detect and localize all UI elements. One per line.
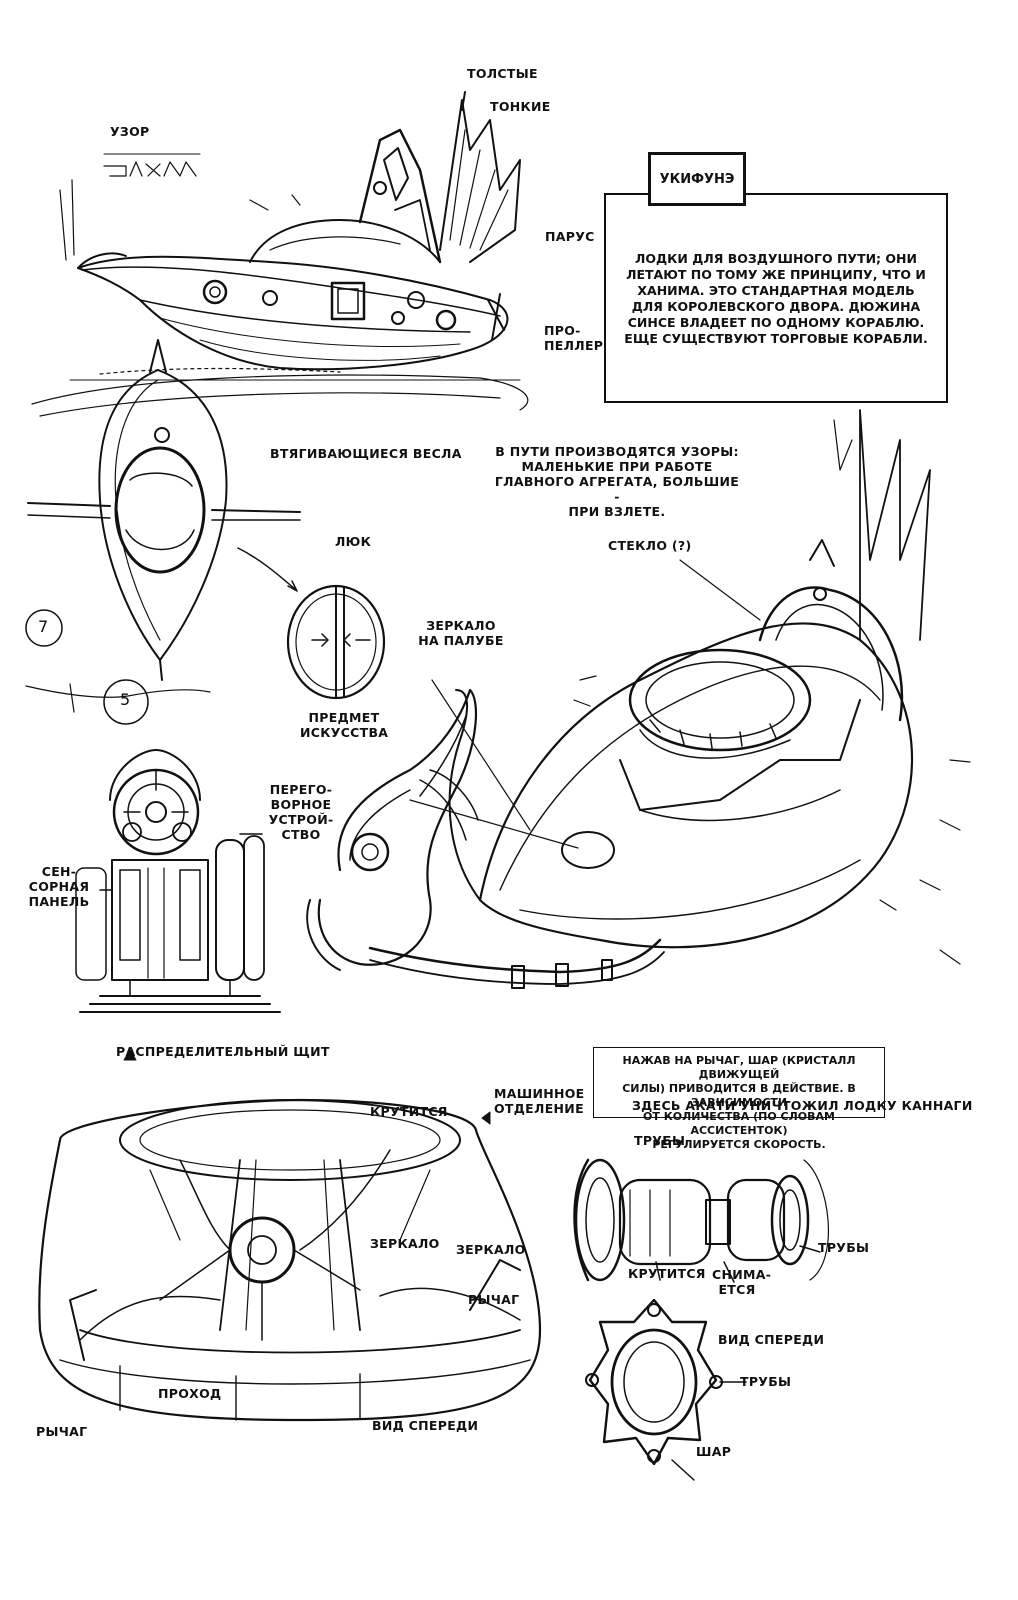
label-sphere: ШАР (696, 1444, 732, 1459)
label-mirror-2: ЗЕРКАЛО (456, 1242, 526, 1257)
pipe-assembly-sketch (573, 1158, 829, 1283)
sphere-front-view-sketch (585, 1298, 747, 1481)
label-propeller: ПРО- ПЕЛЛЕР (544, 323, 604, 353)
label-mirror-1: ЗЕРКАЛО (370, 1236, 440, 1251)
label-glass: СТЕКЛО (?) (608, 538, 692, 553)
art-object-sketch (306, 559, 761, 989)
airship-top-view-sketch (25, 339, 301, 725)
lever-note-box (593, 1047, 885, 1118)
label-thin: ТОНКИЕ (490, 99, 551, 114)
label-rotates-pipes: КРУТИТСЯ (628, 1266, 706, 1281)
label-art-object: ПРЕДМЕТ ИСКУССТВА (300, 710, 389, 740)
label-rotates-engine: КРУТИТСЯ (370, 1104, 448, 1119)
label-front-view-sphere: ВИД СПЕРЕДИ (718, 1332, 825, 1347)
label-thick: ТОЛСТЫЕ (467, 66, 538, 81)
title-text: УКИФУНЭ (659, 171, 735, 187)
label-front-view-engine: ВИД СПЕРЕДИ (372, 1418, 479, 1433)
label-switchboard: РАСПРЕДЕЛИТЕЛЬНЫЙ ЩИТ (116, 1044, 330, 1059)
label-removable: СНИМА- ЕТСЯ (712, 1267, 772, 1297)
description-text: ЛОДКИ ДЛЯ ВОЗДУШНОГО ПУТИ; ОНИ ЛЕТАЮТ ПО… (624, 251, 928, 346)
switchboard-sketch (75, 749, 281, 1061)
label-pipes-front: ТРУБЫ (740, 1374, 792, 1389)
margin-number-2: 5 (120, 690, 131, 709)
hatch-sketch (286, 584, 386, 700)
margin-number-1: 7 (38, 617, 49, 636)
label-deck-mirror: ЗЕРКАЛО НА ПАЛУБЕ (418, 618, 504, 648)
label-oars: ВТЯГИВАЮЩИЕСЯ ВЕСЛА (270, 446, 462, 461)
airship-side-view-sketch (59, 91, 521, 371)
title-box: УКИФУНЭ (648, 152, 746, 206)
label-pipes-right: ТРУБЫ (818, 1240, 870, 1255)
label-pattern: УЗОР (110, 124, 150, 139)
label-lever-left: РЫЧАГ (36, 1424, 88, 1439)
label-hatch: ЛЮК (335, 534, 372, 549)
engine-room-sketch (38, 1098, 542, 1422)
label-pipes-top: ТРУБЫ (634, 1133, 686, 1148)
lever-note-text: НАЖАВ НА РЫЧАГ, ШАР (КРИСТАЛЛ ДВИЖУЩЕЙ С… (622, 1054, 856, 1151)
label-lever-right: РЫЧАГ (468, 1292, 520, 1307)
label-sail: ПАРУС (545, 229, 595, 244)
description-box (604, 193, 948, 403)
label-akati-note: ЗДЕСЬ АКАТИ УНИЧТОЖИЛ ЛОДКУ КАННАГИ (632, 1098, 973, 1113)
label-patterns-note: В ПУТИ ПРОИЗВОДЯТСЯ УЗОРЫ: МАЛЕНЬКИЕ ПРИ… (494, 444, 740, 519)
label-touch-panel: СЕН- СОРНАЯ ПАНЕЛЬ (28, 864, 90, 909)
airship-perspective-sketch (448, 409, 971, 965)
label-intercom: ПЕРЕГО- ВОРНОЕ УСТРОЙ- СТВО (268, 782, 334, 842)
flight-ripple-sketch (31, 367, 529, 417)
label-engine-room: МАШИННОЕ ОТДЕЛЕНИЕ (494, 1086, 585, 1116)
label-passage: ПРОХОД (158, 1386, 222, 1401)
